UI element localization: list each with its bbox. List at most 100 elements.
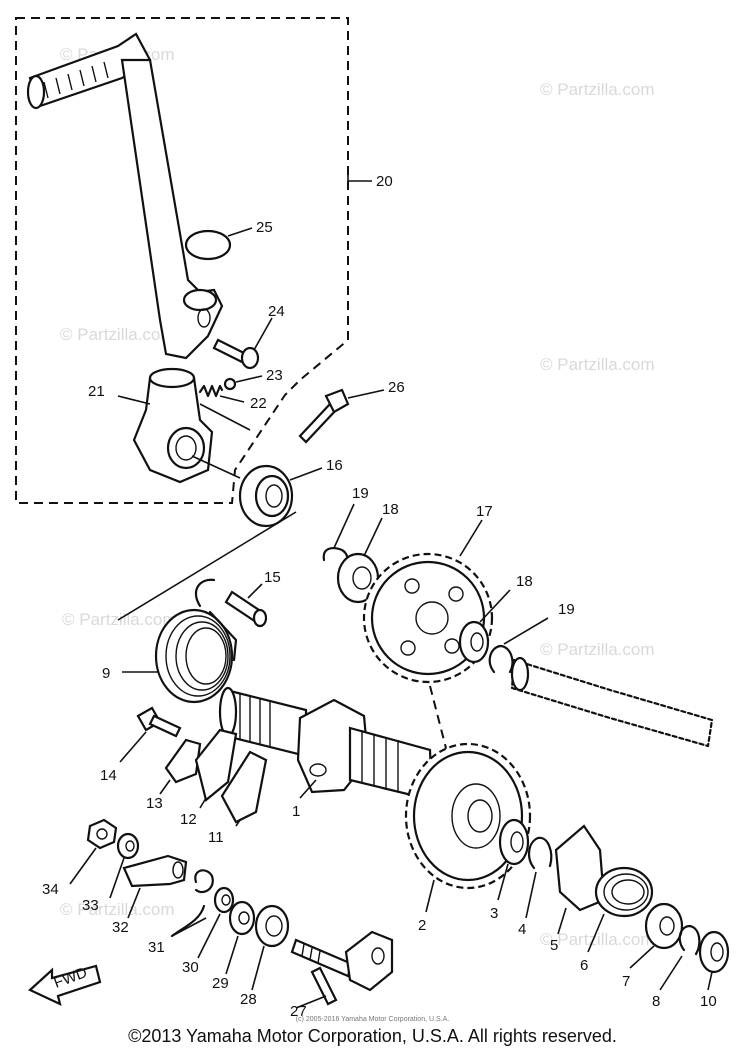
callout-31: 31	[148, 939, 165, 956]
leader-23	[235, 375, 263, 383]
callout-32: 32	[112, 919, 129, 936]
callout-21: 21	[88, 383, 105, 400]
leader-25	[227, 227, 253, 237]
callout-27: 27	[290, 1003, 307, 1020]
spring-6	[594, 866, 654, 918]
lever-32	[122, 854, 188, 888]
leader-21-c	[191, 455, 241, 479]
leader-4	[525, 871, 537, 919]
callout-34: 34	[42, 881, 59, 898]
leader-13	[159, 779, 171, 795]
leader-5	[557, 907, 567, 935]
leader-8	[659, 955, 683, 991]
callout-4: 4	[518, 921, 526, 938]
bolt-26	[298, 388, 350, 444]
idle-shaft-end	[510, 656, 530, 692]
leader-26	[347, 389, 385, 399]
callout-17: 17	[476, 503, 493, 520]
leader-14	[119, 731, 147, 763]
spring-22	[198, 384, 224, 398]
callout-15: 15	[264, 569, 281, 586]
leader-16-b	[117, 511, 297, 621]
leader-2	[425, 879, 435, 913]
leader-22	[219, 395, 245, 403]
leader-33	[109, 857, 125, 899]
callout-6: 6	[580, 957, 588, 974]
leader-34	[69, 847, 97, 885]
leader-16	[289, 467, 323, 481]
nut-34	[86, 818, 118, 850]
leader-30	[197, 913, 221, 959]
washer-33	[116, 832, 140, 860]
callout-26: 26	[388, 379, 405, 396]
callout-13: 13	[146, 795, 163, 812]
callout-1: 1	[292, 803, 300, 820]
leader-18-right	[479, 589, 511, 623]
watermark: © Partzilla.com	[540, 355, 655, 374]
leader-27	[295, 995, 327, 1009]
leader-18-left	[363, 517, 383, 557]
watermark: © Partzilla.com	[60, 900, 175, 919]
callout-5: 5	[550, 937, 558, 954]
stopper-11	[220, 750, 268, 824]
leader-17	[459, 519, 483, 557]
callout-14: 14	[100, 767, 117, 784]
leader-7	[629, 945, 655, 969]
gear-mesh-line	[429, 685, 449, 757]
oil-seal-16	[238, 464, 294, 528]
bolt-24	[212, 338, 260, 370]
callout-8: 8	[652, 993, 660, 1010]
leader-21-b	[199, 403, 251, 431]
watermark: © Partzilla.com	[540, 640, 655, 659]
leader-1	[299, 779, 317, 799]
callout-19-left: 19	[352, 485, 369, 502]
lever-27	[290, 930, 394, 1006]
watermark: © Partzilla.com	[540, 80, 655, 99]
lever-32-hole	[172, 861, 184, 879]
leader-15	[247, 583, 263, 599]
callout-12: 12	[180, 811, 197, 828]
leader-10	[707, 971, 713, 991]
callout-22: 22	[250, 395, 267, 412]
watermark: © Partzilla.com	[540, 930, 655, 949]
oil-seal-28	[254, 904, 290, 948]
leader-24	[253, 317, 273, 351]
torsion-spring-9	[154, 608, 238, 704]
callout-18-left: 18	[382, 501, 399, 518]
circlip-4	[528, 836, 553, 870]
callout-3: 3	[490, 905, 498, 922]
kick-crank-lever	[26, 32, 224, 360]
callout-16: 16	[326, 457, 343, 474]
callout-20: 20	[376, 173, 393, 190]
bolt-14	[136, 706, 182, 738]
callout-29: 29	[212, 975, 229, 992]
leader-28	[251, 945, 265, 991]
washer-7	[644, 902, 684, 950]
leader-11	[235, 819, 241, 827]
washer-10	[698, 930, 730, 974]
idle-shaft	[510, 658, 714, 748]
collar-30	[213, 886, 235, 914]
callout-10: 10	[700, 993, 717, 1010]
plate-13	[164, 738, 202, 784]
callout-19-right: 19	[558, 601, 575, 618]
callout-33: 33	[82, 897, 99, 914]
circlip-19-right	[488, 644, 514, 674]
callout-25: 25	[256, 219, 273, 236]
forward-arrow-icon	[28, 964, 102, 1006]
cap-25	[184, 229, 232, 261]
callout-23: 23	[266, 367, 283, 384]
leader-21	[117, 395, 151, 405]
washer-18-right	[458, 620, 490, 664]
leader-19-left	[333, 503, 355, 549]
callout-11: 11	[208, 829, 224, 846]
kick-boss-21	[132, 367, 214, 484]
washer-3	[498, 818, 530, 866]
pin-15	[224, 590, 268, 628]
callout-30: 30	[182, 959, 199, 976]
leader-29	[225, 935, 239, 975]
callout-2: 2	[418, 917, 426, 934]
callout-18-right: 18	[516, 573, 533, 590]
leader-31	[171, 917, 207, 937]
